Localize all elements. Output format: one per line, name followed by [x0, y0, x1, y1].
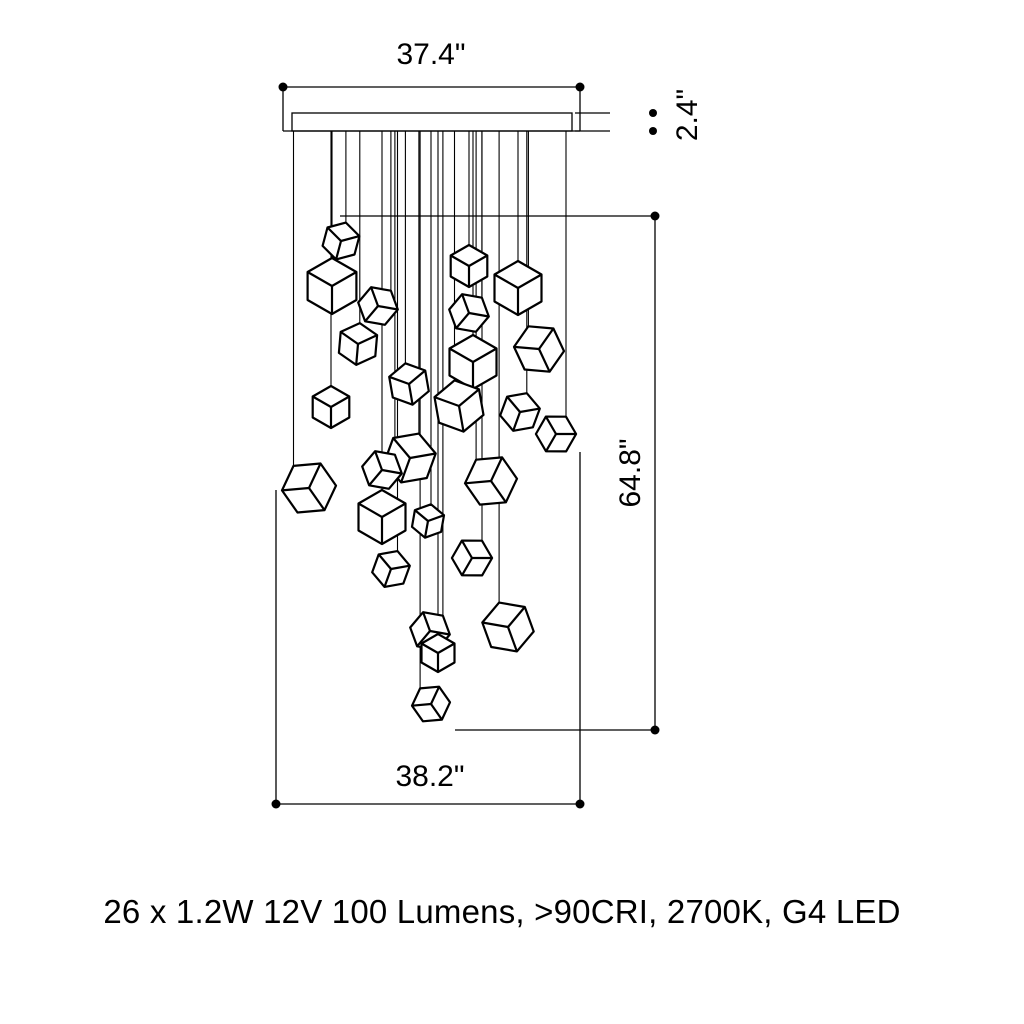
dimension-dot	[278, 82, 288, 92]
dimension-dot	[649, 127, 657, 135]
canopy	[291, 112, 573, 132]
cube-pendant	[499, 392, 541, 432]
cube-pendant	[463, 456, 519, 506]
canopy-width-label: 37.4"	[396, 38, 465, 71]
cube-pendant	[280, 462, 338, 514]
cube-pendant	[357, 286, 399, 326]
dimension-dot	[575, 799, 585, 809]
cube-pendant	[448, 293, 490, 333]
cube-pendant	[493, 259, 543, 317]
canopy-height-label: 2.4"	[671, 89, 704, 141]
cube-pendant	[306, 256, 358, 316]
cube-pendant	[420, 632, 456, 674]
led-specification-text: 26 x 1.2W 12V 100 Lumens, >90CRI, 2700K,…	[103, 893, 901, 930]
cube-pendant	[481, 601, 535, 653]
cube-pendant	[361, 450, 403, 490]
dimension-dot	[575, 82, 585, 92]
cube-pendant	[534, 415, 578, 453]
cube-pendant	[357, 488, 407, 546]
cube-pendant	[433, 379, 485, 433]
cube-pendant	[450, 539, 494, 577]
cube-pendant	[410, 685, 452, 723]
cube-pendant	[337, 322, 379, 366]
fixture-width-label: 38.2"	[395, 760, 464, 793]
cube-pendant	[512, 325, 566, 373]
dimension-dot	[650, 725, 660, 735]
cube-pendant	[448, 333, 498, 391]
cube-pendant	[410, 503, 446, 539]
cube-pendant	[371, 549, 411, 589]
cube-pendant	[321, 221, 361, 261]
dimension-dot	[650, 211, 660, 221]
cube-pendant	[388, 362, 430, 406]
cube-pendant	[311, 384, 351, 430]
dimension-dot	[649, 109, 657, 117]
dimension-dot	[271, 799, 281, 809]
cube-pendant	[449, 243, 489, 289]
drop-height-label: 64.8"	[614, 438, 647, 507]
